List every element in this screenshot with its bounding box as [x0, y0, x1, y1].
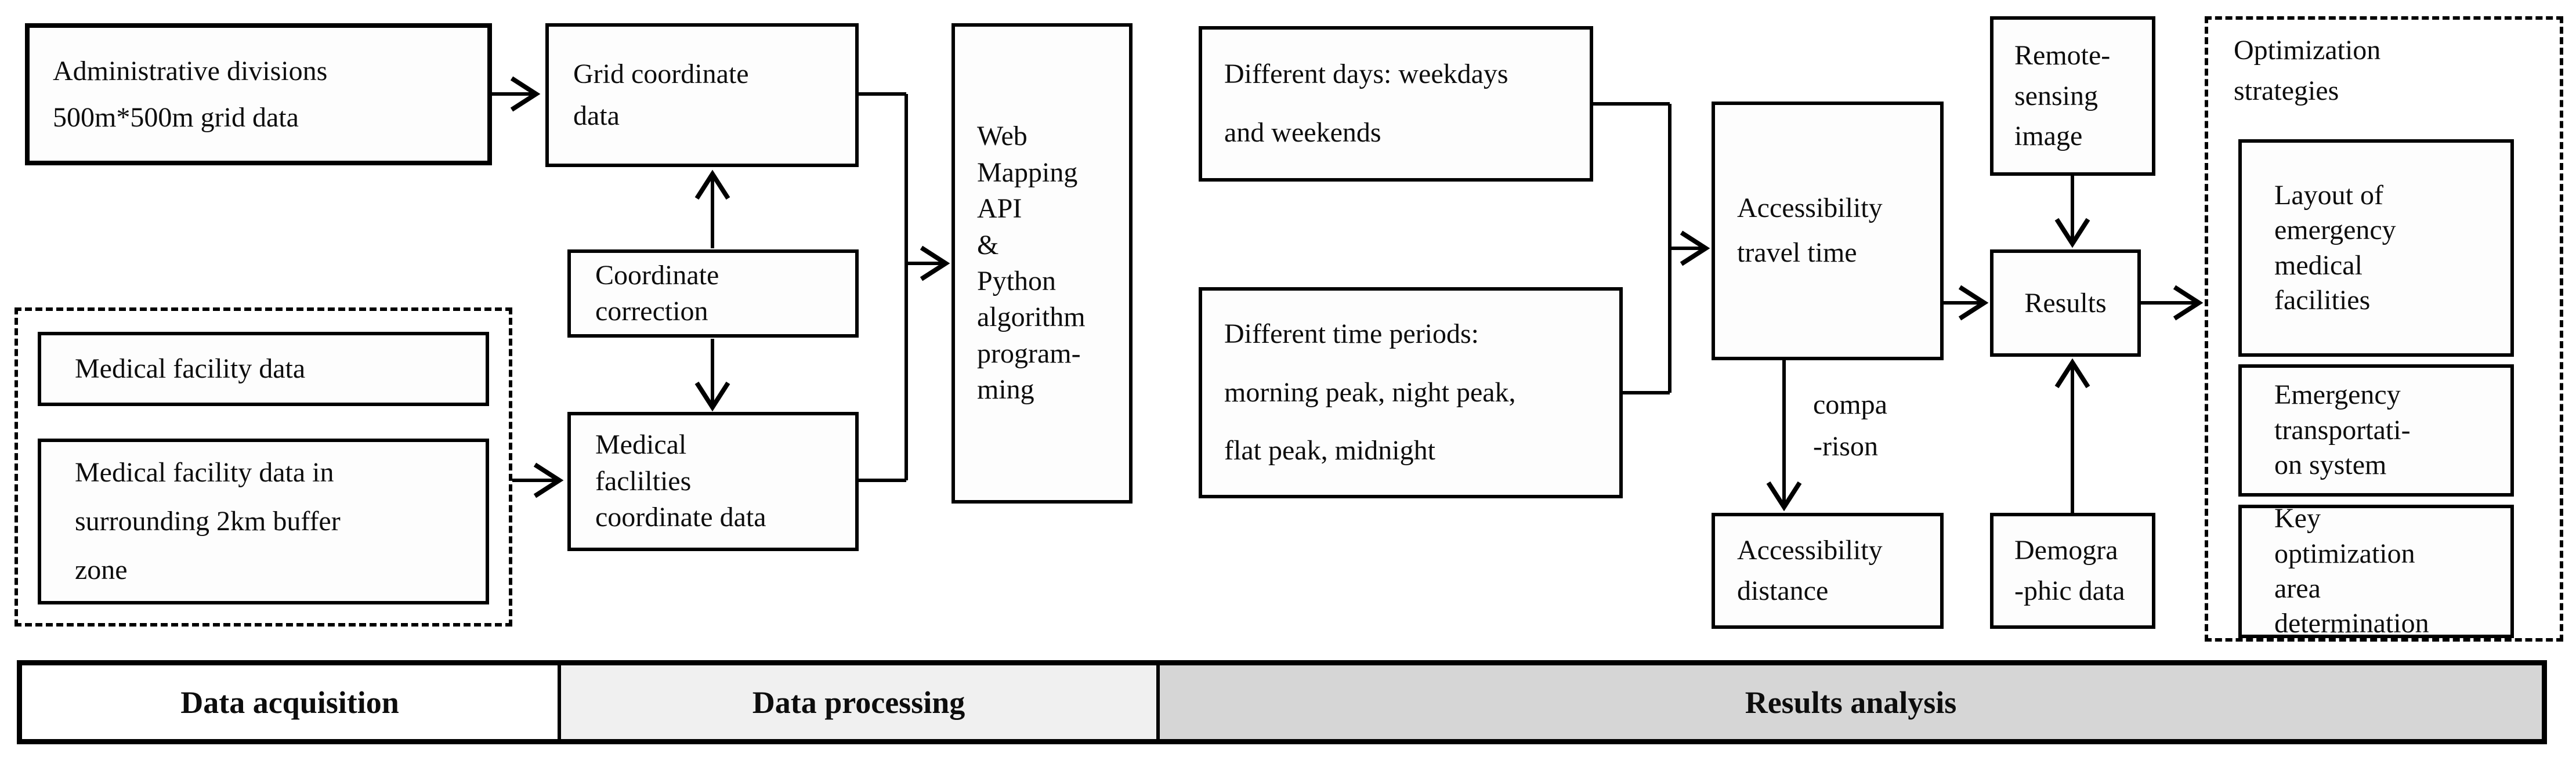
node-demographic-data-label: Demogra -phic data [2014, 535, 2125, 606]
node-medical-buffer-data: Medical facility data in surrounding 2km… [38, 439, 489, 604]
node-coordinate-correction-label: Coordinate correction [595, 259, 719, 327]
node-accessibility-distance-label: Accessibility distance [1737, 535, 1883, 606]
node-web-mapping-api-label: Web Mapping API & Python algorithm progr… [977, 121, 1086, 405]
node-different-time-periods: Different time periods: morning peak, ni… [1199, 287, 1623, 498]
node-medical-facilities-coordinate-data: Medical faclilties coordinate data [567, 412, 859, 551]
node-medical-facility-data-label: Medical facility data [75, 353, 306, 384]
node-administrative-divisions-label: Administrative divisions 500m*500m grid … [53, 56, 328, 133]
node-results-label: Results [2024, 287, 2107, 318]
node-accessibility-travel-time-label: Accessibility travel time [1737, 193, 1883, 268]
node-emergency-transportation-system-label: Emergency transportati- on system [2274, 379, 2411, 481]
node-coordinate-correction: Coordinate correction [567, 249, 859, 338]
node-medical-buffer-data-label: Medical facility data in surrounding 2km… [75, 457, 341, 585]
node-key-optimization-area: Key optimization area determination [2238, 503, 2514, 639]
medical-data-group [15, 307, 512, 627]
node-remote-sensing-image: Remote- sensing image [1990, 16, 2155, 176]
optimization-strategies-group [2205, 16, 2563, 642]
node-accessibility-travel-time: Accessibility travel time [1712, 102, 1944, 360]
node-emergency-transportation-system: Emergency transportati- on system [2238, 364, 2514, 497]
node-layout-emergency-medical-facilities-label: Layout of emergency medical facilities [2274, 179, 2396, 316]
node-grid-coordinate-data: Grid coordinate data [545, 23, 859, 167]
node-demographic-data: Demogra -phic data [1990, 513, 2155, 629]
phase-data-acquisition: Data acquisition [22, 665, 558, 739]
node-administrative-divisions: Administrative divisions 500m*500m grid … [25, 23, 492, 165]
phase-data-processing: Data processing [558, 665, 1156, 739]
node-results: Results [1990, 249, 2141, 357]
node-different-days: Different days: weekdays and weekends [1199, 26, 1593, 182]
node-different-days-label: Different days: weekdays and weekends [1224, 59, 1508, 148]
node-remote-sensing-image-label: Remote- sensing image [2014, 40, 2111, 152]
node-grid-coordinate-data-label: Grid coordinate data [573, 59, 749, 131]
node-key-optimization-area-label: Key optimization area determination [2274, 503, 2429, 639]
phase-results-analysis: Results analysis [1156, 665, 2542, 739]
phase-data-acquisition-label: Data acquisition [180, 685, 399, 720]
node-different-time-periods-label: Different time periods: morning peak, ni… [1224, 318, 1516, 466]
node-layout-emergency-medical-facilities: Layout of emergency medical facilities [2238, 139, 2514, 357]
phase-data-processing-label: Data processing [752, 685, 965, 720]
node-medical-facility-data: Medical facility data [38, 332, 489, 406]
node-accessibility-distance: Accessibility distance [1712, 513, 1944, 629]
optimization-strategies-title: Optimization strategies [2234, 35, 2381, 106]
edge-label-comparison: compa -rison [1813, 389, 1887, 462]
node-web-mapping-api: Web Mapping API & Python algorithm progr… [951, 23, 1133, 504]
phase-results-analysis-label: Results analysis [1745, 685, 1957, 720]
node-medical-facilities-coordinate-data-label: Medical faclilties coordinate data [595, 429, 766, 533]
phase-bar: Data acquisition Data processing Results… [17, 660, 2547, 744]
